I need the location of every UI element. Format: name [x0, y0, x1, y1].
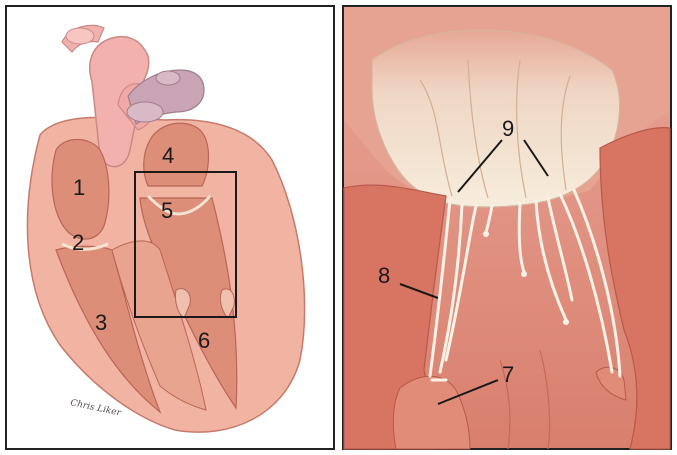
label-7: 7 [502, 362, 514, 387]
label-6: 6 [198, 328, 210, 353]
label-9: 9 [502, 116, 514, 141]
vein-opening-2 [156, 71, 180, 85]
aortic-branch-opening [66, 28, 94, 44]
label-3: 3 [95, 310, 107, 335]
label-8: 8 [378, 263, 390, 288]
chordae-node [521, 271, 527, 277]
chordae-node [483, 231, 489, 237]
vein-opening [127, 102, 163, 122]
label-5: 5 [161, 198, 173, 223]
left-panel: 1 2 3 4 5 6 Chris Liker [6, 6, 334, 449]
label-2: 2 [72, 230, 84, 255]
mitral-leaflets [372, 30, 620, 207]
right-panel: 7 8 9 [343, 6, 671, 449]
chordae-node [563, 319, 569, 325]
label-1: 1 [73, 175, 85, 200]
label-4: 4 [162, 143, 174, 168]
